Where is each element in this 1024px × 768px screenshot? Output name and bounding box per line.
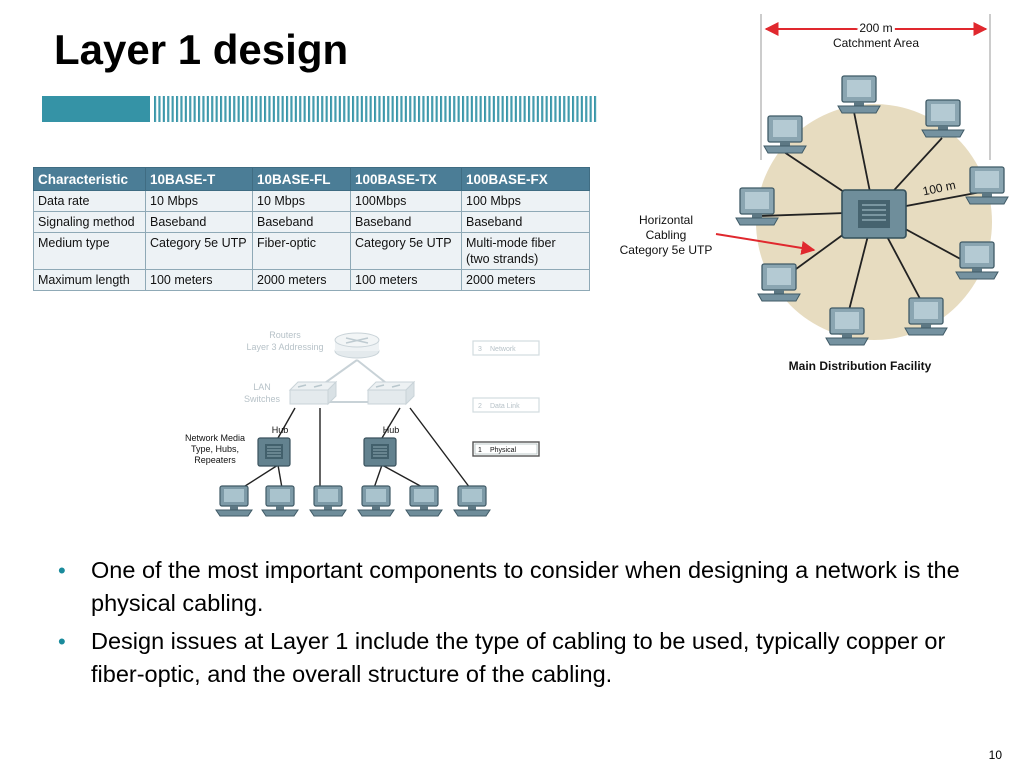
svg-text:3: 3 [478,346,482,353]
switches-label: LAN [253,382,271,392]
table-cell: Maximum length [33,269,146,291]
facility-label: Main Distribution Facility [789,359,932,373]
svg-text:Network: Network [490,346,516,353]
table-cell: Baseband [461,211,590,233]
table-header-cell: 10BASE-FL [252,167,351,191]
table-row: Data rate 10 Mbps 10 Mbps 100Mbps 100 Mb… [33,190,590,212]
hub-label: Hub [272,425,289,435]
layer-box-network: 3 Network [472,340,540,356]
media-label: Repeaters [194,455,236,465]
computer-icon [825,307,869,346]
computer-icon [921,99,965,138]
cabling-label: Category 5e UTP [620,243,713,257]
computer-icon [763,115,807,154]
table-cell: Category 5e UTP [145,232,253,270]
computer-icon [965,166,1009,205]
computer-icon [309,485,347,517]
table-cell: Multi-mode fiber (two strands) [461,232,590,270]
table-header-cell: 10BASE-T [145,167,253,191]
table-cell: 100Mbps [350,190,462,212]
table-cell: 100 meters [145,269,253,291]
computer-icon [357,485,395,517]
computer-icon [261,485,299,517]
table-cell: Signaling method [33,211,146,233]
cabling-label: Cabling [646,228,687,242]
distribution-switch-icon [841,189,907,239]
cabling-label: Horizontal [639,213,693,227]
computer-icon [837,75,881,114]
computer-icon [215,485,253,517]
bullet-icon: • [58,629,66,654]
table-header-row: Characteristic 10BASE-T 10BASE-FL 100BAS… [33,167,590,191]
svg-text:Physical: Physical [490,447,517,454]
hub-label: Hub [383,425,400,435]
svg-text:Data Link: Data Link [490,403,520,410]
table-cell: Baseband [252,211,351,233]
table-cell: 2000 meters [461,269,590,291]
table-cell: Baseband [350,211,462,233]
hub-icon [363,437,397,467]
computer-icon [405,485,443,517]
routers-sublabel: Layer 3 Addressing [246,342,323,352]
star-topology-diagram: 200 m Catchment Area 100 m Horizontal Ca… [620,14,1009,373]
hub-icon [257,437,291,467]
table-header-cell: 100BASE-FX [461,167,590,191]
table-cell: Fiber-optic [252,232,351,270]
bullet-list: •One of the most important components to… [58,554,988,696]
table-cell: Data rate [33,190,146,212]
network-hierarchy-diagram: Routers Layer 3 Addressing LAN Switches … [185,330,540,517]
table-row: Maximum length 100 meters 2000 meters 10… [33,269,590,291]
distance-label: 200 m [859,21,892,35]
media-label: Type, Hubs, [191,444,239,454]
table-header-cell: 100BASE-TX [350,167,462,191]
bullet-item: •One of the most important components to… [58,554,988,620]
computer-icon [757,263,801,302]
bullet-icon: • [58,558,66,583]
svg-text:1: 1 [478,447,482,454]
table-cell: 2000 meters [252,269,351,291]
table-cell: 10 Mbps [145,190,253,212]
computer-icon [453,485,491,517]
ethernet-spec-table: Characteristic 10BASE-T 10BASE-FL 100BAS… [33,167,590,291]
lan-switch-icon [289,381,337,405]
computer-icon [904,297,948,336]
table-cell: Category 5e UTP [350,232,462,270]
bullet-item: •Design issues at Layer 1 include the ty… [58,625,988,691]
page-number: 10 [988,748,1002,762]
table-cell: 100 meters [350,269,462,291]
router-icon [334,332,380,359]
computer-icon [955,241,999,280]
table-row: Medium type Category 5e UTP Fiber-optic … [33,232,590,270]
table-cell: 100 Mbps [461,190,590,212]
switches-sublabel: Switches [244,394,281,404]
table-row: Signaling method Baseband Baseband Baseb… [33,211,590,233]
routers-label: Routers [269,330,301,340]
svg-text:2: 2 [478,403,482,410]
table-header-cell: Characteristic [33,167,146,191]
slide-title: Layer 1 design [54,26,349,73]
computer-icon [735,187,779,226]
layer-box-physical: 1 Physical [472,441,540,457]
table-cell: Medium type [33,232,146,270]
table-cell: 10 Mbps [252,190,351,212]
catchment-area-label: Catchment Area [833,36,919,50]
link-length-label: 100 m [921,178,957,199]
lan-switch-icon [367,381,415,405]
layer-box-data-link: 2 Data Link [472,397,540,413]
title-decoration-bar [42,96,597,122]
media-label: Network Media [185,433,245,443]
table-cell: Baseband [145,211,253,233]
